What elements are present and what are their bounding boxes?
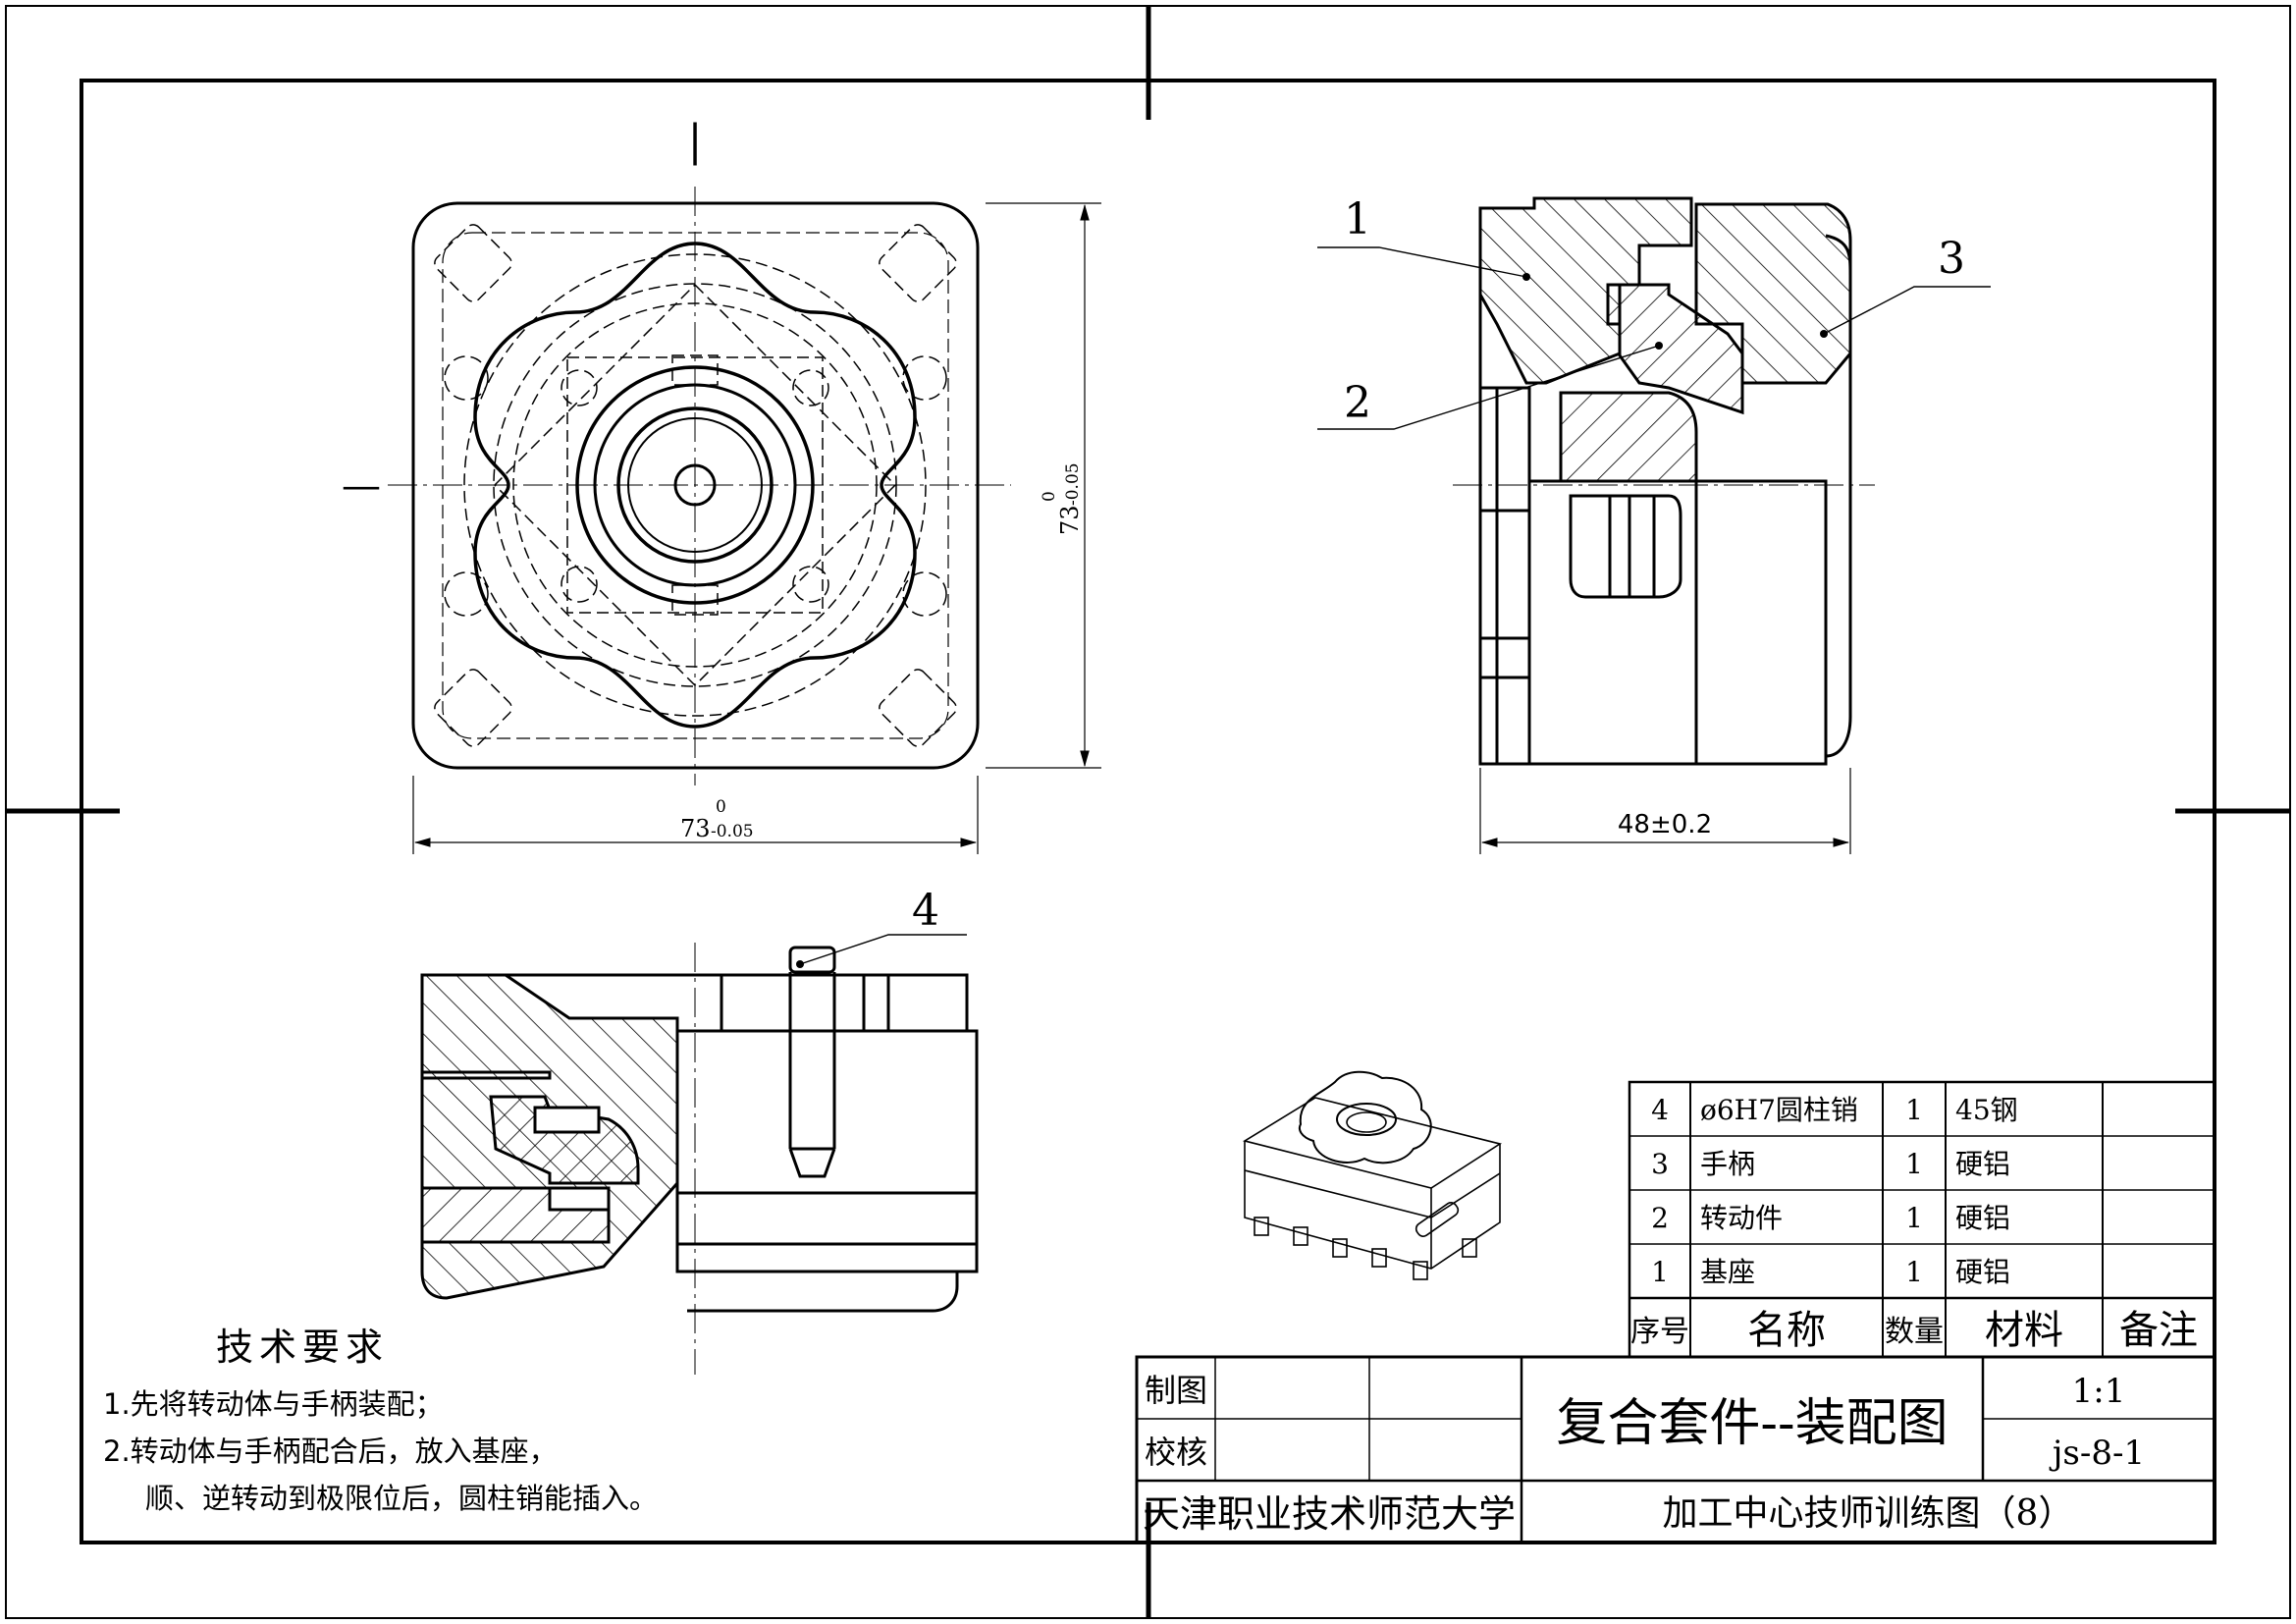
height-dimension-lower: -0.05 — [1063, 462, 1083, 506]
side-view-dimension-lines — [1479, 768, 1851, 854]
front-section-view — [420, 943, 979, 1375]
side-view — [1453, 196, 1875, 766]
tech-requirement-line-3: 顺、逆转动到极限位后，圆柱销能插入。 — [145, 1482, 658, 1515]
tech-requirements-title: 技术要求 — [216, 1326, 389, 1369]
bom-row-3-material: 硬铝 — [1955, 1148, 2010, 1180]
callout-2: 2 — [1344, 378, 1371, 428]
height-dimension-upper: 0 — [1040, 491, 1059, 502]
section-mark-vertical: | — [688, 116, 703, 166]
width-dimension-main: 73 — [680, 815, 711, 842]
drawing-subtitle: 加工中心技师训练图（8） — [1663, 1493, 2074, 1534]
bom-row-3-no: 3 — [1651, 1148, 1669, 1180]
bom-row-2-qty: 1 — [1905, 1202, 1923, 1234]
tech-requirement-line-2: 2.转动体与手柄配合后，放入基座， — [103, 1435, 558, 1468]
title-block — [1135, 1355, 2216, 1544]
bom-row-2-material: 硬铝 — [1955, 1202, 2010, 1234]
callout-1: 1 — [1344, 194, 1371, 244]
callout-3: 3 — [1938, 234, 1965, 284]
bom-header-remark: 备注 — [2119, 1308, 2198, 1353]
bom-header-no: 序号 — [1630, 1315, 1689, 1349]
bom-header-qty: 数量 — [1885, 1315, 1944, 1349]
bom-header-name: 名称 — [1747, 1308, 1826, 1353]
bom-header-material: 材料 — [1985, 1308, 2063, 1353]
width-dimension-upper: 0 — [716, 797, 726, 817]
bom-row-1-no: 1 — [1651, 1256, 1669, 1288]
width-dimension-lines — [412, 202, 1101, 854]
callout-4: 4 — [912, 886, 939, 936]
drawing-number: js-8-1 — [2049, 1434, 2145, 1473]
side-width-dimension: 48±0.2 — [1618, 810, 1712, 839]
bom-row-1-name: 基座 — [1700, 1256, 1755, 1288]
bom-row-3-qty: 1 — [1905, 1148, 1923, 1180]
drawing-title: 复合套件--装配图 — [1556, 1394, 1948, 1453]
bom-row-4-material: 45钢 — [1955, 1094, 2018, 1126]
checked-by-label: 校核 — [1145, 1434, 1207, 1471]
width-dimension-lower: -0.05 — [711, 822, 754, 841]
height-dimension: 73 0 -0.05 — [1040, 462, 1084, 535]
bom-row-4-no: 4 — [1651, 1094, 1669, 1126]
bom-row-2-name: 转动件 — [1700, 1202, 1783, 1234]
bom-row-3-name: 手柄 — [1700, 1148, 1755, 1180]
drawn-by-label: 制图 — [1145, 1372, 1207, 1409]
tech-requirement-line-1: 1.先将转动体与手柄装配； — [103, 1387, 444, 1421]
top-view — [388, 187, 1011, 785]
bom-row-1-material: 硬铝 — [1955, 1256, 2010, 1288]
bom-headers: 序号 名称 数量 材料 备注 — [1630, 1308, 2198, 1353]
bom-row-1-qty: 1 — [1905, 1256, 1923, 1288]
bom-rows: 4 ø6H7圆柱销 1 45钢 3 手柄 1 硬铝 2 转动件 1 硬铝 1 基… — [1651, 1094, 2018, 1288]
callout-leaders — [799, 246, 1991, 965]
bom-table — [1628, 1080, 2216, 1359]
bom-row-2-no: 2 — [1651, 1202, 1669, 1234]
callout-dots — [796, 273, 1828, 968]
centering-marks — [6, 6, 2290, 1618]
title-block-text: 制图 校核 复合套件--装配图 1:1 js-8-1 天津职业技术师范大学 加工… — [1143, 1372, 2145, 1536]
section-mark-horizontal: — — [342, 463, 381, 509]
height-dimension-main: 73 — [1056, 505, 1084, 535]
isometric-view — [1242, 1070, 1502, 1280]
organization-name: 天津职业技术师范大学 — [1143, 1492, 1516, 1536]
scale-value: 1:1 — [2072, 1372, 2126, 1411]
bom-row-4-qty: 1 — [1905, 1094, 1923, 1126]
bom-row-4-name: ø6H7圆柱销 — [1700, 1094, 1858, 1126]
